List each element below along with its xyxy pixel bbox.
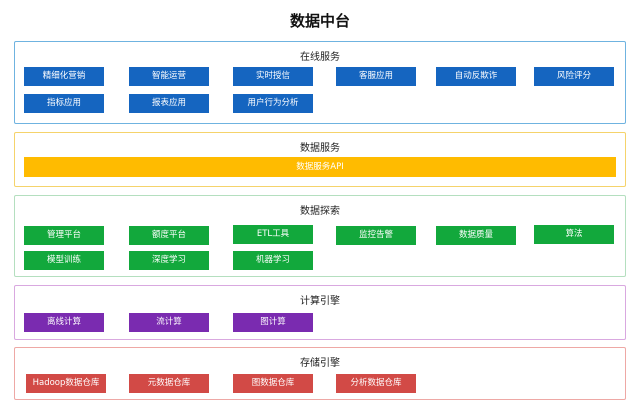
chip: 监控告警 <box>336 226 416 245</box>
layer-data-services: 数据服务 数据服务API <box>14 132 626 187</box>
chip: 算法 <box>534 225 614 244</box>
chip: Hadoop数据仓库 <box>26 374 106 393</box>
chip: 指标应用 <box>24 94 104 113</box>
layer-title: 存储引擎 <box>300 358 340 369</box>
chip: 图计算 <box>233 313 313 332</box>
chip: 模型训练 <box>24 251 104 270</box>
page-title: 数据中台 <box>289 12 350 30</box>
chip: 客服应用 <box>336 67 416 86</box>
chip: 分析数据仓库 <box>336 374 416 393</box>
layer-title: 数据探索 <box>300 206 340 217</box>
chip: 用户行为分析 <box>233 94 313 113</box>
chip: 流计算 <box>129 313 209 332</box>
chip: 元数据仓库 <box>129 374 209 393</box>
chip: ETL工具 <box>233 225 313 244</box>
chip: 额度平台 <box>129 226 209 245</box>
chip: 自动反欺诈 <box>436 67 516 86</box>
chip: 离线计算 <box>24 313 104 332</box>
layer-title: 计算引擎 <box>300 296 340 307</box>
layer-storage-engine: 存储引擎 Hadoop数据仓库 元数据仓库 图数据仓库 分析数据仓库 <box>14 347 626 400</box>
chip: 风险评分 <box>534 67 614 86</box>
layer-data-exploration: 数据探索 管理平台 额度平台 ETL工具 监控告警 数据质量 算法 模型训练 深… <box>14 195 626 277</box>
layer-compute-engine: 计算引擎 离线计算 流计算 图计算 <box>14 285 626 340</box>
chip: 精细化营销 <box>24 67 104 86</box>
layer-title: 数据服务 <box>300 143 340 154</box>
chip: 机器学习 <box>233 251 313 270</box>
layer-online-services: 在线服务 精细化营销 智能运营 实时授信 客服应用 自动反欺诈 风险评分 指标应… <box>14 41 626 124</box>
chip: 管理平台 <box>24 226 104 245</box>
chip: 深度学习 <box>129 251 209 270</box>
layer-title: 在线服务 <box>300 52 340 63</box>
chip: 图数据仓库 <box>233 374 313 393</box>
chip: 实时授信 <box>233 67 313 86</box>
data-service-api-bar: 数据服务API <box>24 157 616 177</box>
chip: 智能运营 <box>129 67 209 86</box>
chip: 报表应用 <box>129 94 209 113</box>
chip: 数据质量 <box>436 226 516 245</box>
